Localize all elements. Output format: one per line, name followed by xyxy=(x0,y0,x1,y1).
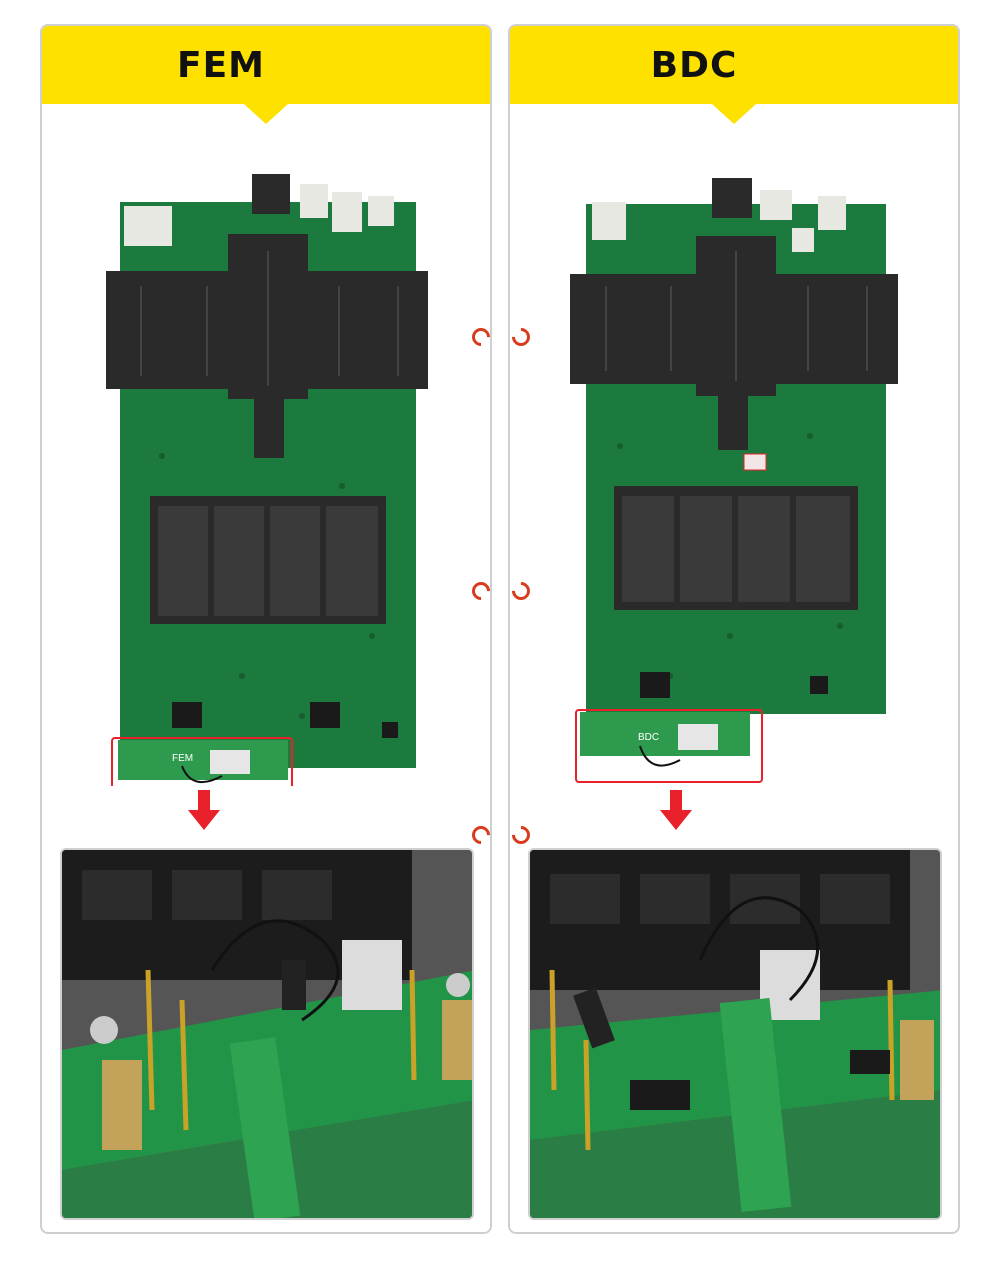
fem-highlight-box xyxy=(111,737,293,786)
fem-relays xyxy=(124,184,394,246)
fem-banner-pointer xyxy=(244,104,288,124)
bdc-highlight-box xyxy=(575,709,763,783)
bdc-board-image: BDC xyxy=(570,178,898,783)
fem-title: FEM xyxy=(176,44,265,86)
bdc-adapter-label: BDC xyxy=(638,732,659,743)
bdc-title: BDC xyxy=(650,44,738,86)
fem-adapter xyxy=(118,740,288,780)
fem-banner: FEM xyxy=(42,26,490,104)
fem-panel: FEM xyxy=(40,24,492,1234)
fem-adapter-label: FEM xyxy=(172,753,193,764)
bdc-closeup-photo xyxy=(528,848,942,1220)
bdc-adapter xyxy=(580,712,750,756)
fem-board-image: FEM xyxy=(106,174,428,786)
bdc-relays xyxy=(592,190,846,252)
bdc-down-arrow-icon xyxy=(660,790,692,830)
fem-closeup-photo xyxy=(60,848,474,1220)
fem-down-arrow-icon xyxy=(188,790,220,830)
bdc-banner: BDC xyxy=(510,26,958,104)
bdc-banner-pointer xyxy=(712,104,756,124)
bdc-panel: BDC xyxy=(508,24,960,1234)
